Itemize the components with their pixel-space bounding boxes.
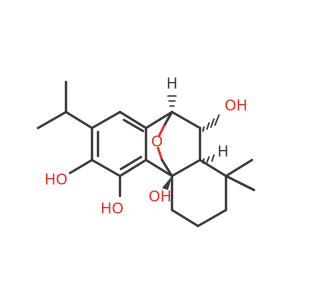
- atom-label-bridge-o: O: [151, 133, 163, 151]
- structure-canvas: OH HO HO OH O H H: [36, 74, 256, 228]
- aromatic-ring: [90, 110, 148, 178]
- atom-label-oh-c: HO: [100, 200, 123, 218]
- bicyclic-framework: [144, 110, 228, 228]
- hashed-bond-top: [167, 95, 177, 107]
- atom-label-oh-b: HO: [44, 171, 67, 189]
- isopropyl-group: [36, 80, 94, 130]
- gem-dimethyl: [224, 158, 256, 192]
- molecule-structure: OH HO HO OH O H H: [36, 75, 256, 228]
- phenol-bond-a: [68, 158, 94, 175]
- atom-label-h-top: H: [166, 75, 177, 93]
- oxygen-bridge: [156, 110, 174, 178]
- atom-label-oh-d: OH: [148, 188, 171, 206]
- hashed-bond-junction: [202, 154, 215, 164]
- hashed-bond-oh: [202, 114, 220, 132]
- atom-label-h-ring: H: [217, 143, 228, 161]
- wedge-bond-oh: [162, 176, 172, 190]
- atom-label-oh-a: OH: [224, 97, 247, 115]
